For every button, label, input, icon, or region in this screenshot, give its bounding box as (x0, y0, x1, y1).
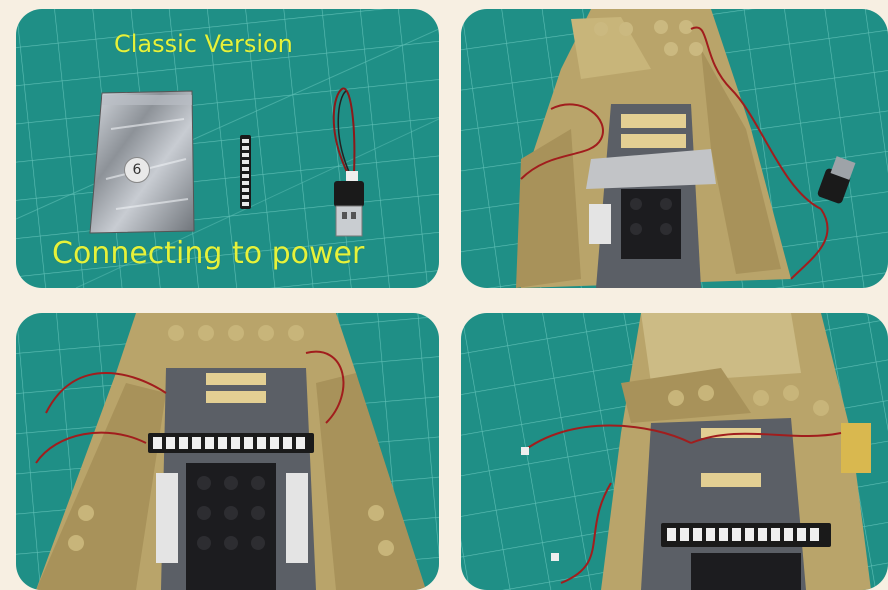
model-photo-led-lower (461, 313, 888, 590)
usb-plug (817, 156, 856, 204)
caption-connecting-to-power: Connecting to power (52, 236, 365, 271)
led-strip (240, 135, 251, 209)
photo-panel-usb-connected (461, 9, 888, 288)
led-strip-lower (661, 523, 831, 547)
model-photo-led (16, 313, 439, 590)
led-strip-installed (148, 433, 314, 453)
photo-panel-led-install-right (461, 313, 888, 590)
photo-panel-led-install-left (16, 313, 439, 590)
photo-panel-parts: 6 (16, 9, 439, 288)
usb-cable (332, 87, 364, 237)
caption-classic-version: Classic Version (114, 30, 293, 58)
bag-number-badge: 6 (124, 157, 150, 183)
model-photo-top (461, 9, 888, 288)
